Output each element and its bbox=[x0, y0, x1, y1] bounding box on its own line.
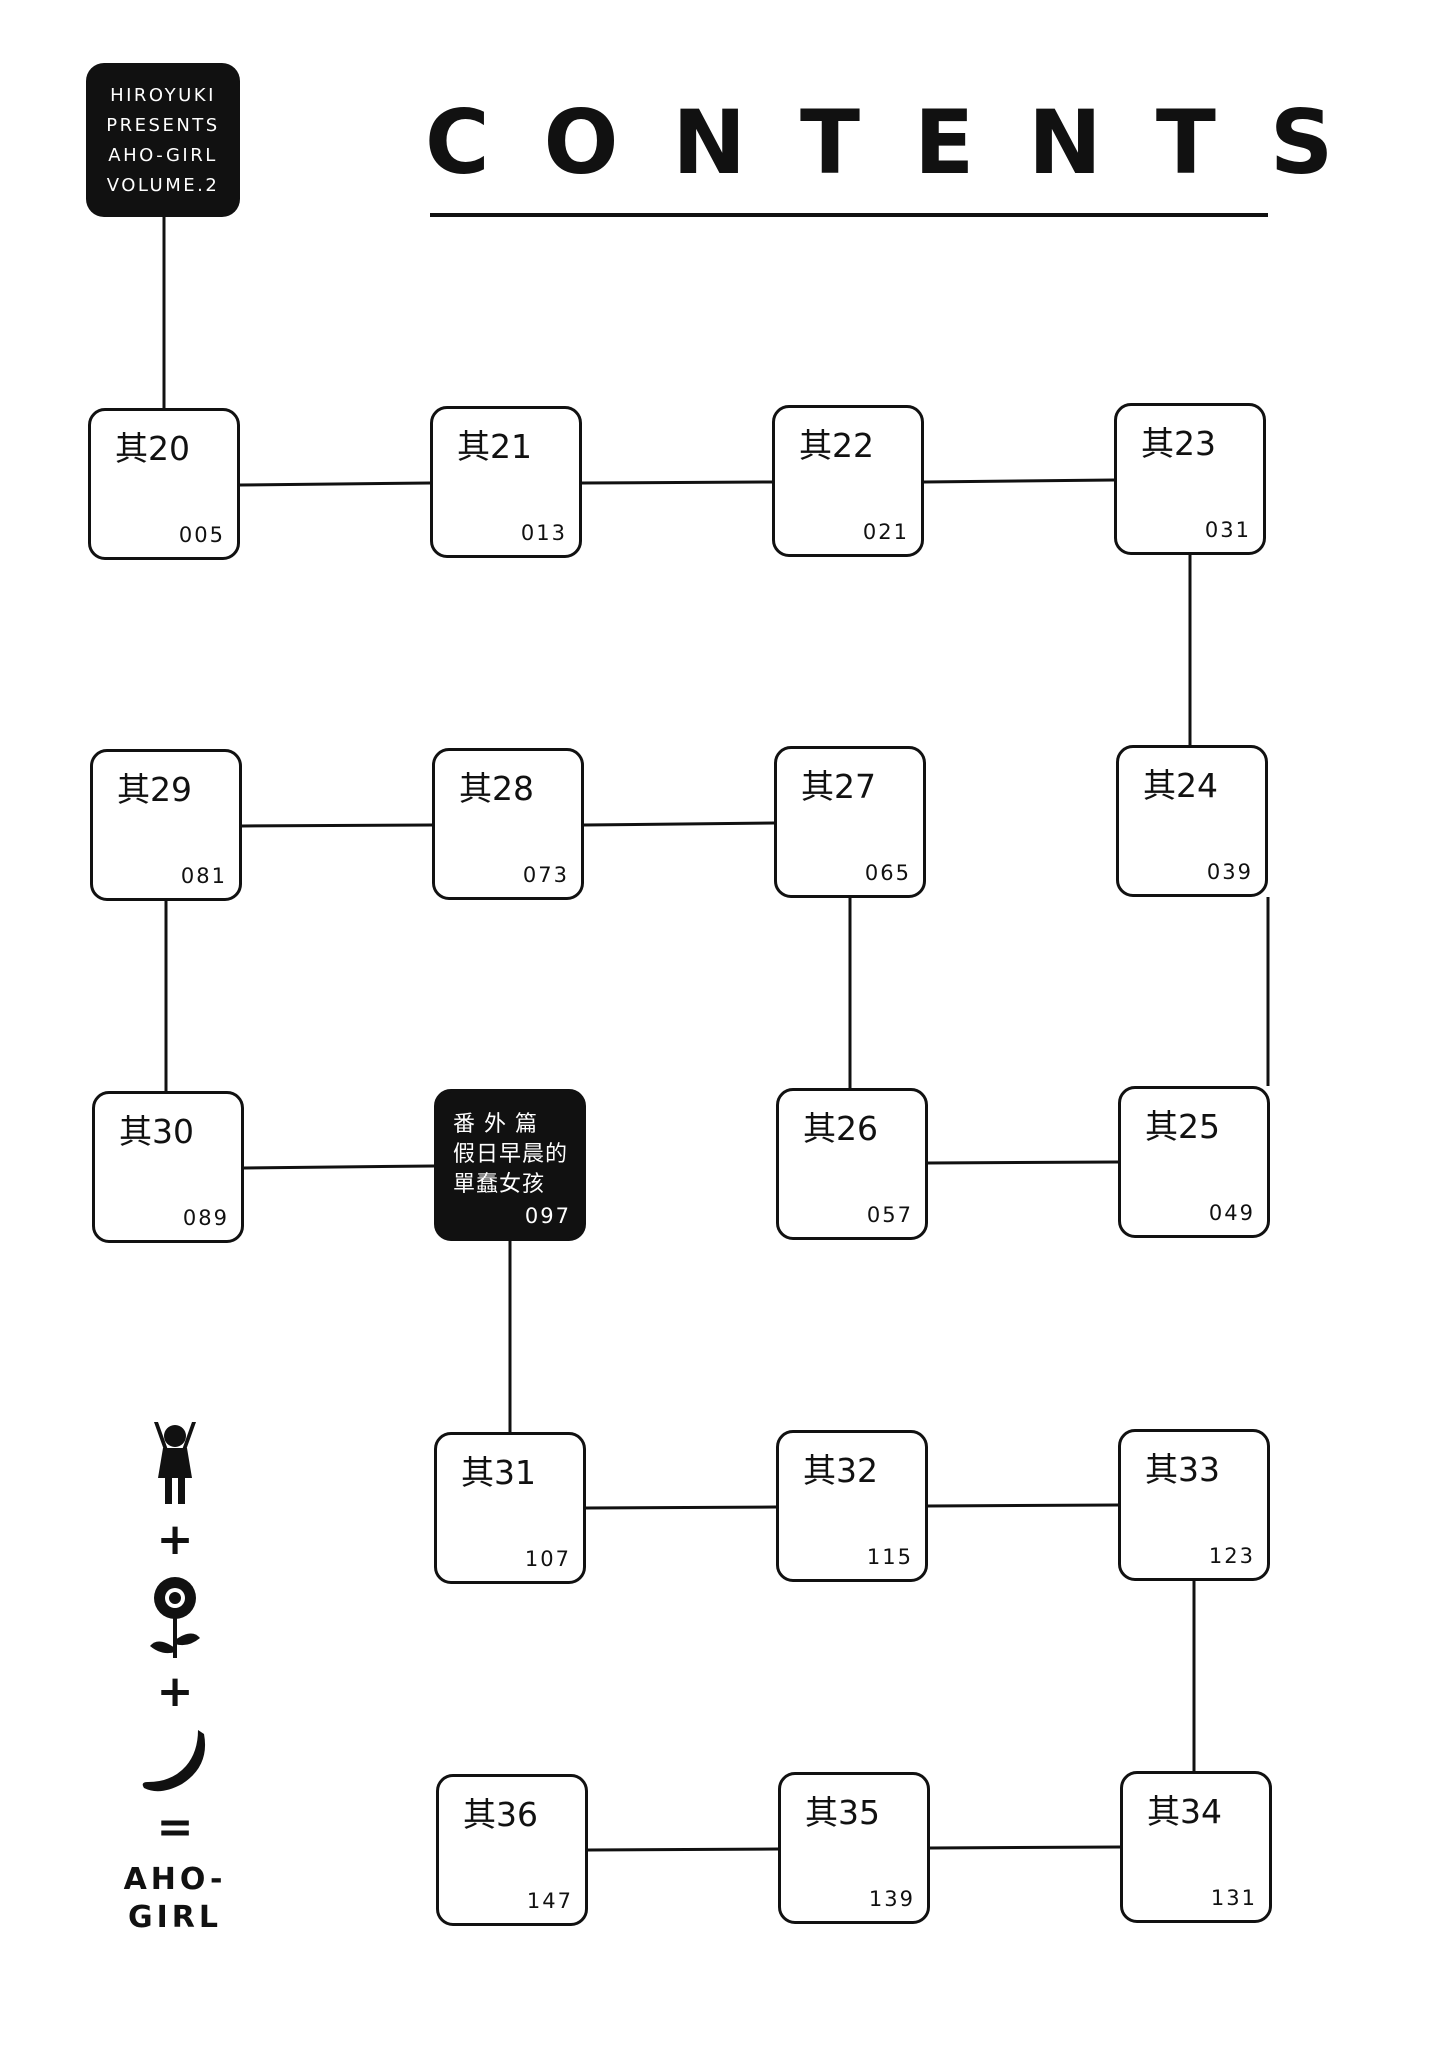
series-tag-line: AHO-GIRL bbox=[108, 145, 218, 166]
chapter-page-number: 107 bbox=[524, 1547, 571, 1571]
chapter-node[interactable]: 其26 057 bbox=[776, 1088, 928, 1240]
chapter-label: 其36 bbox=[463, 1795, 538, 1834]
chapter-label: 其21 bbox=[457, 427, 532, 466]
chapter-page-number: 097 bbox=[524, 1204, 571, 1228]
chapter-label: 其20 bbox=[115, 429, 190, 468]
aho-girl-logo: GIRL bbox=[127, 1900, 222, 1935]
connector-line bbox=[587, 1847, 779, 1852]
girl-icon bbox=[154, 1422, 196, 1504]
chapter-node[interactable]: 其36 147 bbox=[436, 1774, 588, 1926]
banana-icon bbox=[142, 1730, 206, 1792]
chapter-node[interactable]: 其35 139 bbox=[778, 1772, 930, 1924]
chapter-label: 其34 bbox=[1147, 1792, 1222, 1831]
connector-line bbox=[243, 1164, 435, 1170]
chapter-page-number: 139 bbox=[868, 1887, 915, 1911]
chapter-page-number: 031 bbox=[1204, 518, 1251, 542]
chapter-label: 其29 bbox=[117, 770, 192, 809]
chapter-page-number: 021 bbox=[862, 520, 909, 544]
chapter-page-number: 081 bbox=[180, 864, 227, 888]
connector-line bbox=[585, 1505, 777, 1510]
chapter-label: 其30 bbox=[119, 1112, 194, 1151]
chapter-page-number: 073 bbox=[522, 863, 569, 887]
title-underline bbox=[430, 213, 1268, 217]
extra-chapter-node[interactable]: 番 外 篇 假日早晨的 單蠢女孩 097 bbox=[434, 1089, 586, 1241]
chapter-node[interactable]: 其31 107 bbox=[434, 1432, 586, 1584]
chapter-label: 其26 bbox=[803, 1109, 878, 1148]
chapter-page-number: 039 bbox=[1206, 860, 1253, 884]
chapter-page-number: 065 bbox=[864, 861, 911, 885]
chapter-page-number: 057 bbox=[866, 1203, 913, 1227]
connector-line bbox=[927, 1503, 1119, 1508]
chapter-page-number: 147 bbox=[526, 1889, 573, 1913]
chapter-label: 其24 bbox=[1143, 766, 1218, 805]
page-title: CONTENTS bbox=[425, 91, 1388, 194]
chapter-label: 其25 bbox=[1145, 1107, 1220, 1146]
series-tag-line: HIROYUKI bbox=[110, 85, 216, 106]
chapter-page-number: 005 bbox=[178, 523, 225, 547]
sunflower-icon bbox=[150, 1577, 200, 1658]
chapter-page-number: 013 bbox=[520, 521, 567, 545]
series-tag: HIROYUKI PRESENTS AHO-GIRL VOLUME.2 bbox=[86, 63, 240, 217]
chapter-label: 其22 bbox=[799, 426, 874, 465]
chapter-label: 其35 bbox=[805, 1793, 880, 1832]
series-tag-line: VOLUME.2 bbox=[106, 175, 220, 196]
chapter-node[interactable]: 其27 065 bbox=[774, 746, 926, 898]
connector-line bbox=[241, 823, 433, 828]
chapter-page-number: 049 bbox=[1208, 1201, 1255, 1225]
chapter-label: 番 外 篇 假日早晨的 單蠢女孩 bbox=[453, 1112, 569, 1197]
chapter-node[interactable]: 其32 115 bbox=[776, 1430, 928, 1582]
chapter-label: 其32 bbox=[803, 1451, 878, 1490]
aho-girl-logo: AHO- bbox=[123, 1862, 227, 1897]
chapter-page-number: 089 bbox=[182, 1206, 229, 1230]
chapter-page-number: 115 bbox=[866, 1545, 913, 1569]
chapter-node[interactable]: 其29 081 bbox=[90, 749, 242, 901]
formula: + + = AHO- GIRL bbox=[110, 1420, 240, 1940]
connector-line bbox=[581, 480, 773, 485]
chapter-label: 其23 bbox=[1141, 424, 1216, 463]
chapter-label: 其33 bbox=[1145, 1450, 1220, 1489]
chapter-node[interactable]: 其30 089 bbox=[92, 1091, 244, 1243]
chapter-page-number: 123 bbox=[1208, 1544, 1255, 1568]
chapter-node[interactable]: 其24 039 bbox=[1116, 745, 1268, 897]
chapter-node[interactable]: 其33 123 bbox=[1118, 1429, 1270, 1581]
chapter-node[interactable]: 其34 131 bbox=[1120, 1771, 1272, 1923]
connector-line bbox=[927, 1160, 1119, 1165]
chapter-node[interactable]: 其22 021 bbox=[772, 405, 924, 557]
series-tag-line: PRESENTS bbox=[106, 115, 220, 136]
chapter-node[interactable]: 其25 049 bbox=[1118, 1086, 1270, 1238]
chapter-node[interactable]: 其21 013 bbox=[430, 406, 582, 558]
equals-operator: = bbox=[156, 1802, 194, 1853]
connector-line bbox=[239, 481, 431, 487]
chapter-node[interactable]: 其20 005 bbox=[88, 408, 240, 560]
chapter-node[interactable]: 其23 031 bbox=[1114, 403, 1266, 555]
plus-operator: + bbox=[156, 1666, 194, 1717]
connector-line bbox=[923, 478, 1115, 484]
chapter-label: 其31 bbox=[461, 1453, 536, 1492]
chapter-label: 其27 bbox=[801, 767, 876, 806]
connector-line bbox=[929, 1845, 1121, 1850]
chapter-label: 其28 bbox=[459, 769, 534, 808]
chapter-node[interactable]: 其28 073 bbox=[432, 748, 584, 900]
connector-line bbox=[583, 821, 775, 827]
plus-operator: + bbox=[156, 1514, 194, 1565]
chapter-page-number: 131 bbox=[1210, 1886, 1257, 1910]
